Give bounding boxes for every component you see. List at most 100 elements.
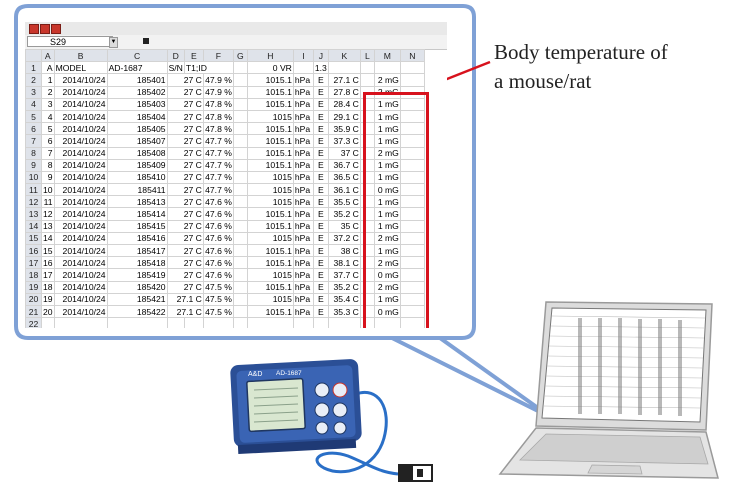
cell-time[interactable]: 185403 (106, 97, 168, 111)
cell[interactable]: S/N (166, 61, 185, 75)
cell-pressure-unit[interactable]: hPa (292, 304, 314, 319)
cell[interactable] (327, 317, 361, 328)
cell-date[interactable]: 2014/10/24 (53, 280, 108, 294)
cell-status[interactable]: E (312, 134, 329, 148)
cell-body-temperature[interactable]: 35.4 C (327, 292, 361, 306)
cell-status[interactable]: E (312, 243, 329, 258)
cell[interactable] (292, 61, 314, 75)
cell-status[interactable]: E (312, 268, 329, 282)
cell-pressure-unit[interactable]: hPa (292, 219, 314, 233)
cell-humidity[interactable]: 47.6 % (202, 243, 234, 258)
cell-index[interactable]: 18 (41, 280, 55, 294)
cell[interactable] (106, 317, 168, 328)
cell-pressure-unit[interactable]: hPa (292, 109, 314, 124)
column-header[interactable]: B (53, 48, 108, 63)
row-header[interactable]: 17 (25, 256, 42, 270)
row-header[interactable]: 6 (25, 122, 42, 136)
cell-date[interactable]: 2014/10/24 (53, 219, 108, 233)
cell-time[interactable]: 185411 (106, 183, 168, 197)
cell-pressure-unit[interactable]: hPa (292, 280, 314, 294)
cell-temperature[interactable]: 27 C (166, 85, 204, 99)
cell[interactable] (232, 183, 248, 197)
row-header[interactable]: 16 (25, 243, 42, 258)
cell-body-temperature[interactable]: 37.2 C (327, 231, 361, 246)
toolbar-icon[interactable] (40, 24, 50, 34)
cell-pressure[interactable]: 1015 (246, 195, 294, 209)
cell[interactable] (232, 317, 248, 328)
cell-body-temperature[interactable]: 27.8 C (327, 85, 361, 99)
cell-temperature[interactable]: 27 C (166, 207, 204, 221)
row-header[interactable]: 11 (25, 183, 42, 197)
cell-body-temperature[interactable]: 35.2 C (327, 207, 361, 221)
cell-index[interactable]: 20 (41, 304, 55, 319)
row-header[interactable]: 22 (25, 317, 42, 328)
cell-date[interactable]: 2014/10/24 (53, 85, 108, 99)
cell[interactable] (202, 317, 234, 328)
cell-pressure[interactable]: 1015.1 (246, 304, 294, 319)
cell-status[interactable]: E (312, 158, 329, 172)
cell-index[interactable]: 1 (41, 73, 55, 87)
cell-temperature[interactable]: 27 C (166, 170, 204, 185)
cell[interactable] (327, 61, 361, 75)
cell-time[interactable]: 185415 (106, 219, 168, 233)
cell-status[interactable]: E (312, 73, 329, 87)
cell-pressure[interactable]: 1015 (246, 268, 294, 282)
cell-temperature[interactable]: 27 C (166, 219, 204, 233)
cell-body-temperature[interactable]: 27.1 C (327, 73, 361, 87)
cell-time[interactable]: 185419 (106, 268, 168, 282)
cell-index[interactable]: 14 (41, 231, 55, 246)
cell-status[interactable]: E (312, 256, 329, 270)
cell-temperature[interactable]: 27 C (166, 146, 204, 160)
row-header[interactable]: 12 (25, 195, 42, 209)
cell[interactable]: 1.3 (312, 61, 329, 75)
cell-status[interactable]: E (312, 292, 329, 306)
cell-temperature[interactable]: 27 C (166, 268, 204, 282)
cell-time[interactable]: 185407 (106, 134, 168, 148)
cell[interactable] (373, 61, 401, 75)
cell[interactable]: T1;ID (183, 61, 234, 75)
column-header[interactable]: H (246, 48, 294, 63)
cell-index[interactable]: 15 (41, 243, 55, 258)
cell-body-temperature[interactable]: 36.1 C (327, 183, 361, 197)
cell[interactable] (232, 231, 248, 246)
cell-temperature[interactable]: 27 C (166, 73, 204, 87)
cell-status[interactable]: E (312, 122, 329, 136)
cell-humidity[interactable]: 47.5 % (202, 304, 234, 319)
cell-humidity[interactable]: 47.5 % (202, 280, 234, 294)
column-header[interactable]: K (327, 48, 361, 63)
cell-temperature[interactable]: 27 C (166, 158, 204, 172)
cell-magnetic[interactable]: 2 mG (373, 73, 401, 87)
cell-humidity[interactable]: 47.9 % (202, 73, 234, 87)
cell-date[interactable]: 2014/10/24 (53, 122, 108, 136)
column-header[interactable]: J (312, 48, 329, 63)
cell-pressure-unit[interactable]: hPa (292, 146, 314, 160)
cell-body-temperature[interactable]: 36.5 C (327, 170, 361, 185)
cell-pressure[interactable]: 1015.1 (246, 134, 294, 148)
cell-pressure-unit[interactable]: hPa (292, 207, 314, 221)
row-header[interactable]: 1 (25, 61, 42, 75)
column-header[interactable]: N (399, 48, 425, 63)
cell-body-temperature[interactable]: 37.7 C (327, 268, 361, 282)
cell-pressure[interactable]: 1015.1 (246, 280, 294, 294)
cell-time[interactable]: 185418 (106, 256, 168, 270)
row-header[interactable]: 18 (25, 268, 42, 282)
cell[interactable]: 0 VR (246, 61, 294, 75)
cell[interactable] (232, 134, 248, 148)
cell-date[interactable]: 2014/10/24 (53, 97, 108, 111)
cell[interactable] (399, 73, 425, 87)
cell-humidity[interactable]: 47.5 % (202, 292, 234, 306)
cell-humidity[interactable]: 47.8 % (202, 122, 234, 136)
cell-pressure-unit[interactable]: hPa (292, 231, 314, 246)
cell[interactable]: A (41, 61, 55, 75)
cell-index[interactable]: 4 (41, 109, 55, 124)
cell-pressure-unit[interactable]: hPa (292, 292, 314, 306)
cell-humidity[interactable]: 47.9 % (202, 85, 234, 99)
cell-body-temperature[interactable]: 38.1 C (327, 256, 361, 270)
cell-body-temperature[interactable]: 35 C (327, 219, 361, 233)
cell[interactable] (359, 61, 375, 75)
cell-index[interactable]: 11 (41, 195, 55, 209)
cell-humidity[interactable]: 47.6 % (202, 268, 234, 282)
row-header[interactable]: 5 (25, 109, 42, 124)
cell-temperature[interactable]: 27 C (166, 256, 204, 270)
cell[interactable] (246, 317, 294, 328)
